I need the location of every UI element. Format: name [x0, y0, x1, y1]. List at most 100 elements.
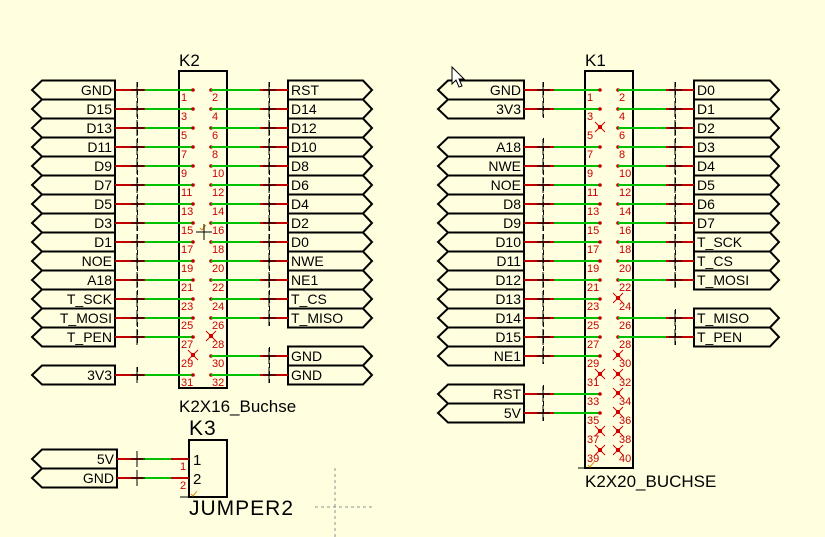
net-label-shape[interactable] — [693, 212, 781, 234]
net-label-shape[interactable] — [30, 448, 118, 470]
net-label-shape[interactable] — [30, 231, 116, 253]
net-label-shape[interactable] — [30, 98, 116, 120]
net-label-shape[interactable] — [436, 326, 525, 348]
net-label-shape[interactable] — [287, 364, 374, 386]
pin-number: 34 — [619, 396, 631, 408]
net-label-shape[interactable] — [436, 250, 525, 272]
net-label-shape[interactable] — [30, 307, 116, 329]
pin-number: 8 — [212, 149, 218, 161]
net-label-shape[interactable] — [693, 136, 781, 158]
net-label-text: D5 — [697, 177, 715, 193]
net-label-shape[interactable] — [287, 212, 374, 234]
net-label-shape[interactable] — [693, 193, 781, 215]
net-label-shape[interactable] — [30, 212, 116, 234]
net-label-shape[interactable] — [287, 288, 374, 310]
net-label-shape[interactable] — [436, 383, 525, 405]
net-label-shape[interactable] — [436, 174, 525, 196]
net-label-shape[interactable] — [287, 174, 374, 196]
net-label-shape[interactable] — [693, 79, 781, 101]
net-label-shape[interactable] — [693, 117, 781, 139]
net-label-text: D0 — [697, 82, 715, 98]
k1-body[interactable] — [584, 70, 634, 469]
net-label-shape[interactable] — [287, 193, 374, 215]
pin-number: 23 — [587, 301, 599, 313]
net-label-shape[interactable] — [30, 269, 116, 291]
net-label-text: D3 — [697, 139, 715, 155]
pin-number: 27 — [181, 339, 193, 351]
pin-number: 20 — [619, 263, 631, 275]
net-label-shape[interactable] — [30, 79, 116, 101]
net-label-shape[interactable] — [30, 193, 116, 215]
net-label-shape[interactable] — [287, 307, 374, 329]
pin-number: 9 — [181, 168, 187, 180]
net-label-shape[interactable] — [30, 467, 118, 489]
net-label-shape[interactable] — [30, 155, 116, 177]
net-label-shape[interactable] — [30, 364, 116, 386]
pin-row-right: 40 — [612, 444, 631, 465]
net-label-shape[interactable] — [30, 136, 116, 158]
net-label-text: D8 — [503, 196, 521, 212]
net-label-shape[interactable] — [287, 345, 374, 367]
net-label-shape[interactable] — [693, 231, 781, 253]
net-label-shape[interactable] — [693, 269, 781, 291]
net-label-shape[interactable] — [693, 174, 781, 196]
pin-number: 6 — [619, 130, 625, 142]
net-label-shape[interactable] — [287, 117, 374, 139]
net-label-shape[interactable] — [436, 288, 525, 310]
net-label-shape[interactable] — [436, 307, 525, 329]
net-label-shape[interactable] — [693, 98, 781, 120]
net-label-shape[interactable] — [287, 250, 374, 272]
net-label-shape[interactable] — [30, 326, 116, 348]
net-label-shape[interactable] — [287, 231, 374, 253]
net-label-shape[interactable] — [693, 307, 781, 329]
net-label-shape[interactable] — [436, 136, 525, 158]
net-label-shape[interactable] — [30, 174, 116, 196]
pin-number: 36 — [619, 415, 631, 427]
net-label-shape[interactable] — [30, 250, 116, 272]
net-label-shape[interactable] — [436, 79, 525, 101]
net-label-text: GND — [83, 470, 114, 486]
net-label-shape[interactable] — [693, 155, 781, 177]
k2-body[interactable] — [178, 70, 228, 389]
net-label-shape[interactable] — [287, 98, 374, 120]
net-label-shape[interactable] — [436, 269, 525, 291]
pin-number: 16 — [619, 225, 631, 237]
net-label-shape[interactable] — [436, 98, 525, 120]
pin-dot — [598, 221, 602, 225]
k3-body[interactable] — [188, 439, 228, 498]
net-label-shape[interactable] — [436, 193, 525, 215]
pin-number: 2 — [619, 92, 625, 104]
net-label-shape[interactable] — [30, 117, 116, 139]
net-label-shape[interactable] — [693, 326, 781, 348]
net-label-shape[interactable] — [436, 402, 525, 424]
net-label-shape[interactable] — [693, 250, 781, 272]
pin-row-right: D26 — [616, 117, 781, 142]
pin-dot — [598, 316, 602, 320]
pin-number: 29 — [587, 358, 599, 370]
net-label-shape[interactable] — [287, 269, 374, 291]
pin-dot — [191, 240, 195, 244]
net-label-shape[interactable] — [30, 288, 116, 310]
net-label-shape[interactable] — [287, 136, 374, 158]
net-label-text: D1 — [697, 101, 715, 117]
net-label-text: D14 — [495, 310, 521, 326]
net-label-shape[interactable] — [436, 212, 525, 234]
pin-number: 13 — [181, 206, 193, 218]
net-label-shape[interactable] — [287, 155, 374, 177]
net-label-shape[interactable] — [436, 231, 525, 253]
net-label-shape[interactable] — [287, 79, 374, 101]
net-label-shape[interactable] — [436, 345, 525, 367]
pin-row-left: 29 — [181, 349, 199, 370]
net-label-shape[interactable] — [436, 155, 525, 177]
